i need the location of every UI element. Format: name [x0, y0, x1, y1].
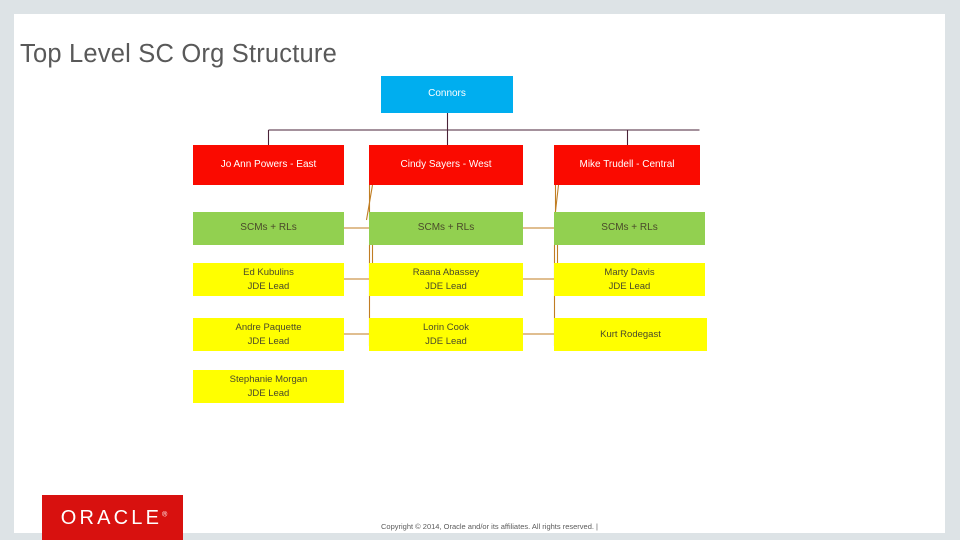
org-node-team-east[interactable]: SCMs + RLs: [193, 212, 344, 245]
oracle-wordmark: ORACLE®: [58, 507, 168, 530]
oracle-logo: ORACLE®: [42, 495, 183, 540]
org-node-name: Andre Paquette: [235, 322, 302, 334]
org-node-name: Connors: [428, 88, 466, 100]
org-node-subtitle: JDE Lead: [247, 280, 290, 292]
registered-trademark-icon: ®: [162, 510, 168, 518]
org-node-lead-west-1[interactable]: Raana Abassey JDE Lead: [369, 263, 523, 296]
org-node-name: Cindy Sayers - West: [400, 158, 492, 170]
page-title: Top Level SC Org Structure: [20, 40, 338, 69]
oracle-wordmark-text: ORACLE: [60, 506, 163, 529]
org-node-name: Kurt Rodegast: [600, 328, 661, 340]
org-node-region-west[interactable]: Cindy Sayers - West: [369, 145, 523, 185]
org-node-subtitle: JDE Lead: [425, 280, 467, 292]
org-node-name: Lorin Cook: [423, 322, 469, 334]
org-node-name: Stephanie Morgan: [229, 374, 308, 386]
org-node-name: SCMs + RLs: [417, 222, 475, 234]
org-node-subtitle: JDE Lead: [425, 335, 467, 347]
org-node-subtitle: JDE Lead: [247, 335, 290, 347]
org-node-region-east[interactable]: Jo Ann Powers - East: [193, 145, 344, 185]
org-node-lead-east-1[interactable]: Ed Kubulins JDE Lead: [193, 263, 344, 296]
org-node-name: Raana Abassey: [412, 267, 480, 279]
org-node-name: SCMs + RLs: [601, 222, 658, 234]
org-node-name: Mike Trudell - Central: [579, 158, 675, 170]
org-node-name: SCMs + RLs: [240, 222, 297, 234]
org-node-subtitle: JDE Lead: [608, 280, 651, 292]
org-node-name: Jo Ann Powers - East: [220, 158, 317, 170]
org-node-lead-east-3[interactable]: Stephanie Morgan JDE Lead: [193, 370, 344, 403]
org-node-subtitle: JDE Lead: [247, 387, 290, 399]
org-chart: Connors Jo Ann Powers - East Cindy Sayer…: [14, 14, 945, 533]
org-node-root[interactable]: Connors: [381, 76, 513, 113]
org-node-lead-west-2[interactable]: Lorin Cook JDE Lead: [369, 318, 523, 351]
copyright-notice: Copyright © 2014, Oracle and/or its affi…: [380, 522, 599, 531]
org-node-name: Ed Kubulins: [243, 267, 294, 279]
org-node-team-west[interactable]: SCMs + RLs: [369, 212, 523, 245]
org-node-lead-central-1[interactable]: Marty Davis JDE Lead: [554, 263, 705, 296]
org-node-team-central[interactable]: SCMs + RLs: [554, 212, 705, 245]
org-node-lead-central-2[interactable]: Kurt Rodegast: [554, 318, 707, 351]
slide-surface: Top Level SC Org Structure: [14, 14, 945, 540]
org-node-name: Marty Davis: [604, 267, 655, 279]
org-node-region-central[interactable]: Mike Trudell - Central: [554, 145, 700, 185]
org-node-lead-east-2[interactable]: Andre Paquette JDE Lead: [193, 318, 344, 351]
